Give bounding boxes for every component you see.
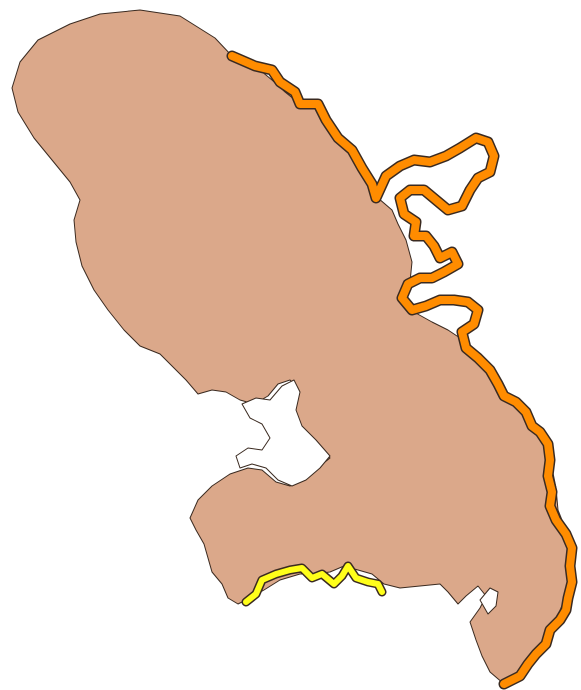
bay-water xyxy=(235,379,331,487)
southern-coast-highlight xyxy=(243,563,385,605)
atlantic-coast-highlight xyxy=(228,52,576,688)
island-landmass xyxy=(11,9,573,685)
south-east-inlet xyxy=(479,587,499,615)
